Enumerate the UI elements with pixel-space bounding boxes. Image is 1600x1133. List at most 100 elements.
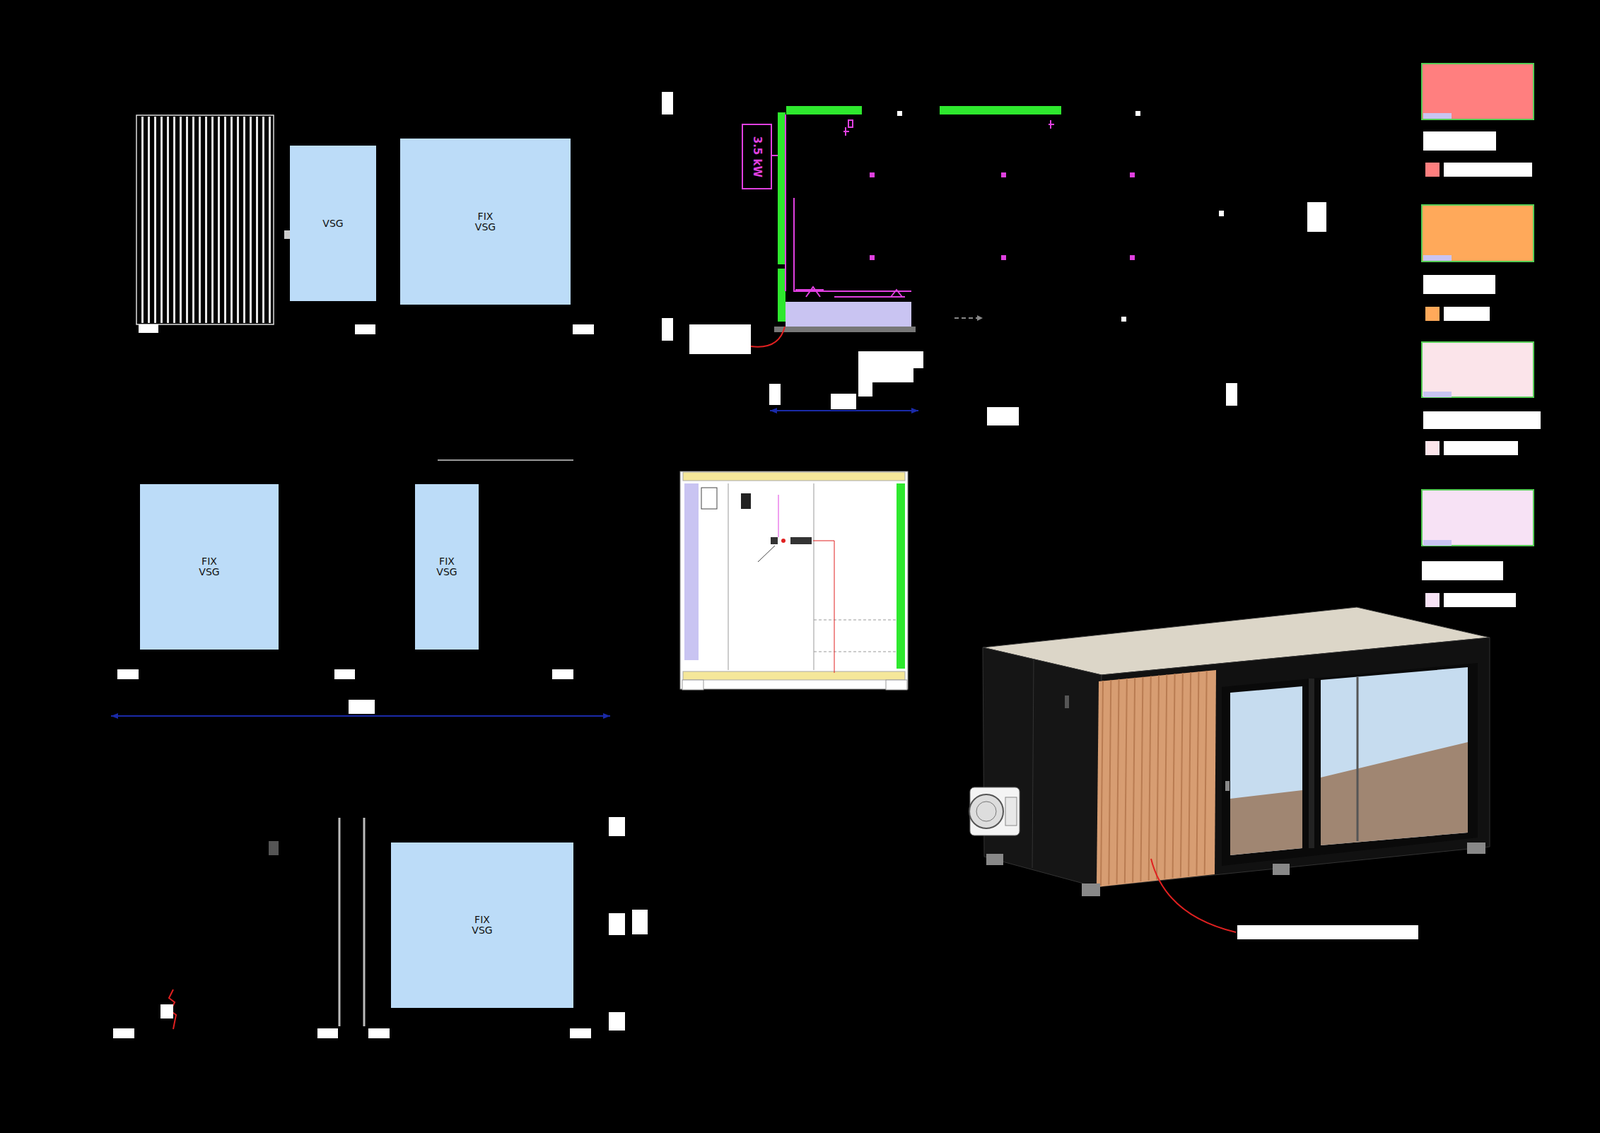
floor-plan-part xyxy=(786,106,862,115)
wood-slat xyxy=(1132,678,1135,883)
facade-slat xyxy=(160,116,163,324)
facade-slat xyxy=(211,116,214,324)
floor-plan-part xyxy=(777,112,786,265)
facade-slat xyxy=(147,116,150,324)
cabin-render-part xyxy=(1308,678,1315,849)
floor-plan-part-part xyxy=(1129,255,1135,261)
cross-section-part xyxy=(813,540,835,542)
floor-plan-part xyxy=(939,106,1062,115)
cross-section-part xyxy=(757,545,775,563)
floor-plan-part xyxy=(869,172,1135,261)
hatch-samples-part xyxy=(1443,441,1518,456)
cabin-render-part xyxy=(1064,695,1070,709)
dimension-line xyxy=(111,699,611,720)
cross-section-part xyxy=(728,483,729,671)
glass-panel: FIX VSG xyxy=(390,842,574,1009)
hatch-samples-part xyxy=(1443,162,1533,177)
dimension-line-part xyxy=(111,713,611,720)
facade-slat xyxy=(173,116,176,324)
hatch-samples-part xyxy=(1443,306,1490,321)
facade-slat xyxy=(192,116,195,324)
glass-panel: FIX VSG xyxy=(415,484,479,650)
floor-plan-part-part xyxy=(869,172,875,178)
glazing-label: VSG xyxy=(322,218,343,230)
cross-section-part xyxy=(778,494,780,538)
cross-section-part xyxy=(682,680,704,691)
power-rating: 3.5 kW xyxy=(751,135,763,177)
facade-slat xyxy=(205,116,208,324)
floor-plan-part xyxy=(987,407,1019,426)
level-marks-part xyxy=(138,324,159,334)
floor-plan-part xyxy=(769,407,919,414)
level-marks-part xyxy=(368,1028,390,1039)
floor-plan-part xyxy=(1121,316,1127,322)
level-marks-part xyxy=(572,324,594,335)
cabin-render-part xyxy=(1221,663,1478,867)
hatch-samples-part xyxy=(1423,131,1497,151)
floor-plan-part-part xyxy=(1129,172,1135,178)
ac-outdoor-unit-part xyxy=(1005,797,1017,826)
ac-outdoor-unit xyxy=(969,787,1020,836)
wood-slat xyxy=(1156,675,1159,881)
hatch-samples-part xyxy=(1423,411,1541,430)
cabin-render-part-part xyxy=(1272,863,1290,876)
cross-section-part xyxy=(790,537,812,545)
cabin-render-part xyxy=(986,842,1486,897)
glazing-label: FIX VSG xyxy=(198,556,220,577)
cabin-render-part-part xyxy=(1081,883,1101,897)
cabin-render-part xyxy=(1096,670,1217,888)
floor-plan-part xyxy=(769,410,919,412)
hatch-samples-part xyxy=(1421,561,1504,581)
floor-plan-part-part xyxy=(869,255,875,261)
cross-section-part xyxy=(896,483,905,669)
facade-slat xyxy=(179,116,182,324)
wood-slat xyxy=(1172,673,1176,879)
cross-section-part xyxy=(701,487,717,510)
facade-slat xyxy=(268,116,271,324)
facade-slat xyxy=(141,116,144,324)
hatch-samples-part xyxy=(1423,255,1452,261)
cabin-render-part xyxy=(1356,677,1359,842)
hatch-samples xyxy=(1421,63,1541,608)
floor-plan-part xyxy=(661,91,674,115)
wood-slat xyxy=(1140,677,1143,882)
hatch-samples-part xyxy=(1423,113,1452,119)
floor-plan-part-part xyxy=(1001,255,1007,261)
floor-plan-part xyxy=(1225,383,1238,406)
wood-slat xyxy=(1164,674,1167,879)
glass-panel: VSG xyxy=(289,145,377,302)
facade-slat xyxy=(154,116,157,324)
dimension-line-part xyxy=(348,699,375,715)
hatch-samples-part xyxy=(1421,63,1534,120)
cabin-render-part xyxy=(982,647,1102,888)
facade-slat xyxy=(166,116,169,324)
facade-slat xyxy=(230,116,233,324)
hatch-samples-part xyxy=(1421,205,1534,262)
floor-plan-part-part xyxy=(785,114,1055,297)
wood-slat xyxy=(1196,671,1199,876)
floor-plan-part xyxy=(1307,202,1327,232)
ac-unit-symbol: 3.5 kW xyxy=(741,123,773,190)
level-marks-part xyxy=(632,909,648,935)
level-marks xyxy=(113,817,648,1039)
level-marks-part xyxy=(569,1028,592,1039)
floor-plan-part xyxy=(897,111,903,116)
floor-plan-part xyxy=(777,268,786,322)
ac-outdoor-unit-part xyxy=(976,801,997,822)
floor-plan-part-part xyxy=(806,120,903,297)
dimension-line-part xyxy=(111,715,611,717)
cross-section-part xyxy=(781,538,786,543)
cabin-render-part xyxy=(1100,670,1207,886)
cross-section-part xyxy=(885,680,908,691)
cross-section-part xyxy=(834,540,835,674)
level-marks-part xyxy=(552,669,574,680)
hatch-samples-part xyxy=(1425,162,1440,177)
wood-slat xyxy=(1188,672,1191,877)
slatted-facade-part xyxy=(136,115,274,325)
ac-outdoor-unit-part xyxy=(969,794,1004,829)
cross-section-part xyxy=(813,620,897,621)
floor-plan-part xyxy=(830,393,857,410)
facade-slat xyxy=(224,116,227,324)
wood-slat xyxy=(1204,670,1207,875)
hatch-samples-part xyxy=(1421,342,1534,398)
